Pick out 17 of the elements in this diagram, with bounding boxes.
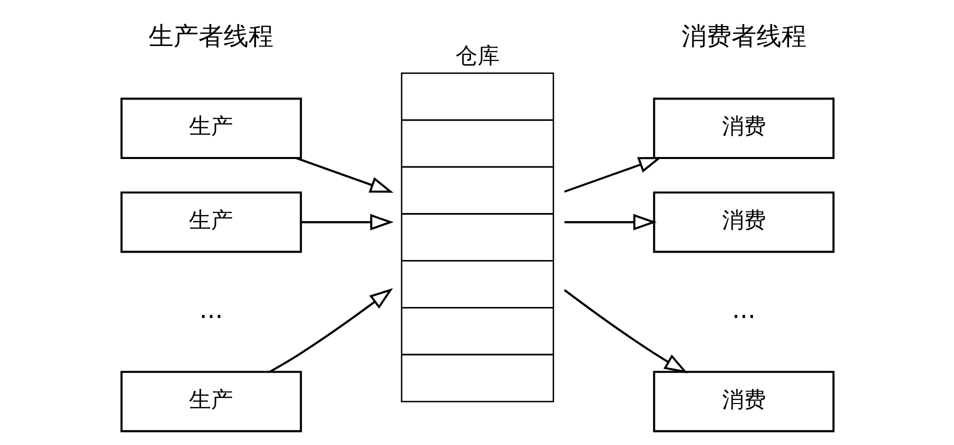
arrow (563, 289, 688, 374)
node-box: 生产 (120, 191, 302, 253)
node-box: 消费 (652, 191, 834, 253)
node-box: 生产 (120, 98, 302, 160)
arrow (295, 157, 394, 193)
node-label: 仓库 (454, 44, 499, 70)
label: ... (731, 294, 756, 324)
node-box: 消费 (652, 370, 834, 432)
arrow (300, 214, 394, 230)
arrow (564, 214, 656, 230)
node-box: 消费 (652, 98, 834, 160)
arrow (268, 288, 393, 373)
arrow (564, 156, 662, 193)
label: 生产者线程 (148, 22, 274, 51)
label: 消费者线程 (680, 22, 806, 51)
node-box: 生产 (120, 370, 302, 432)
label: ... (198, 294, 223, 324)
